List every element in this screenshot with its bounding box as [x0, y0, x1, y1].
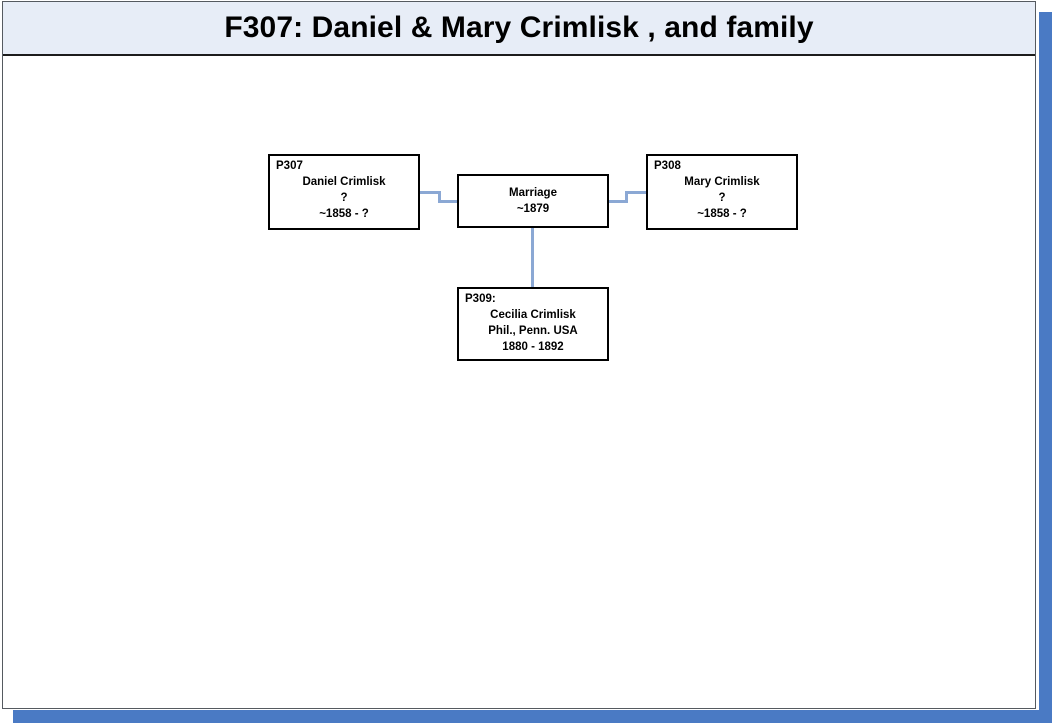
person-dates-p308: ~1858 - ?: [697, 208, 747, 220]
person-node-p309[interactable]: P309: Cecilia Crimlisk Phil., Penn. USA …: [457, 287, 609, 361]
person-node-p308[interactable]: P308 Mary Crimlisk ? ~1858 - ?: [646, 154, 798, 230]
person-dates-p309: 1880 - 1892: [502, 341, 564, 353]
window-shadow-bottom: [13, 710, 1052, 723]
person-place-p307: ?: [340, 192, 348, 204]
connector-marriage-to-mother-segment-1: [607, 200, 628, 203]
person-id-p307: P307: [276, 160, 303, 172]
person-dates-p307: ~1858 - ?: [319, 208, 369, 220]
window-shadow-right: [1039, 12, 1052, 723]
chart-page: F307: Daniel & Mary Crimlisk , and famil…: [2, 1, 1036, 709]
connector-father-to-marriage-segment-3: [438, 200, 459, 203]
title-band: F307: Daniel & Mary Crimlisk , and famil…: [3, 2, 1035, 56]
connector-marriage-to-mother-segment-3: [625, 191, 648, 194]
person-id-p308: P308: [654, 160, 681, 172]
marriage-node[interactable]: Marriage ~1879: [457, 174, 609, 228]
connector-marriage-to-child: [531, 226, 534, 289]
person-place-p308: ?: [718, 192, 726, 204]
person-name-p308: Mary Crimlisk: [684, 176, 760, 188]
person-name-p307: Daniel Crimlisk: [302, 176, 386, 188]
person-name-p309: Cecilia Crimlisk: [490, 309, 576, 321]
diagram-canvas: P307 Daniel Crimlisk ? ~1858 - ? P308 Ma…: [3, 56, 1035, 708]
connector-father-to-marriage-segment-1: [420, 191, 441, 194]
person-id-p309: P309:: [465, 293, 496, 305]
person-node-p307[interactable]: P307 Daniel Crimlisk ? ~1858 - ?: [268, 154, 420, 230]
person-place-p309: Phil., Penn. USA: [488, 325, 578, 337]
connector-marriage-to-mother-segment-2: [625, 191, 628, 203]
connector-father-to-marriage-segment-2: [438, 191, 441, 203]
marriage-label: Marriage: [509, 187, 557, 199]
page-title: F307: Daniel & Mary Crimlisk , and famil…: [224, 11, 814, 44]
marriage-date: ~1879: [516, 203, 550, 215]
